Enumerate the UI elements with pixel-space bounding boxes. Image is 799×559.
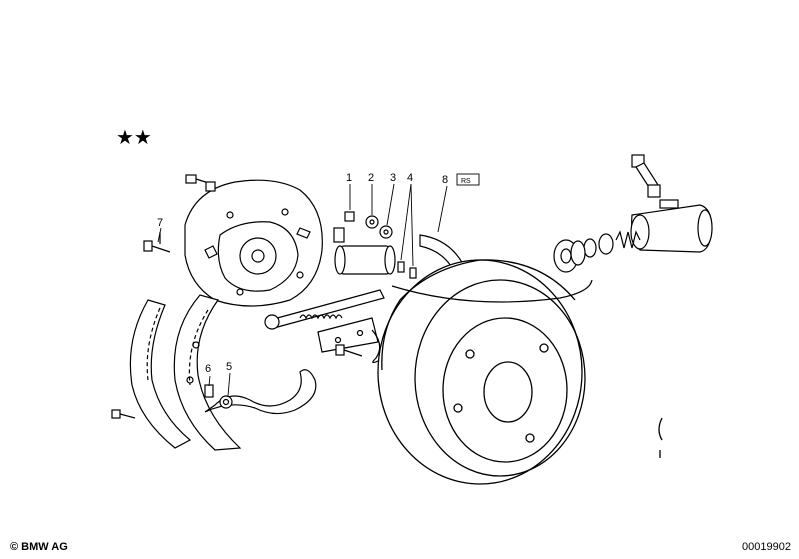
callout-2: 2 [368, 172, 374, 184]
part-4-pins [397, 261, 417, 279]
dust-boot [553, 239, 586, 273]
return-spring-lower [204, 369, 317, 415]
adjuster-strut [264, 289, 385, 330]
callout-8-tag-box [456, 173, 480, 186]
callout-4: 4 [407, 172, 413, 184]
brake-drum [377, 259, 586, 485]
cylinder-spring [615, 230, 641, 249]
callout-3: 3 [390, 172, 396, 184]
copyright-label: © BMW AG [10, 541, 68, 553]
wheel-cylinder-center [333, 227, 396, 275]
bolt-lower-center [335, 344, 363, 357]
backing-plate [184, 179, 323, 307]
lever-plate [317, 317, 379, 353]
part-1-bolt [344, 211, 355, 222]
brake-line [391, 279, 593, 303]
brake-shoe-outer [129, 299, 192, 449]
bleeder-valve [631, 154, 661, 198]
cylinder-piston [583, 233, 614, 258]
part-7-bolt [143, 232, 171, 253]
callout-8-tag: RS [461, 178, 471, 185]
callout-7: 7 [157, 217, 163, 229]
callout-1: 1 [346, 172, 352, 184]
wheel-cylinder-exploded [630, 199, 713, 253]
cable-loop [371, 329, 381, 364]
brake-shoe-inner [173, 294, 242, 451]
part-3-bleeder [379, 225, 393, 239]
partial-clip-edge [658, 417, 663, 458]
callout-8: 8 [442, 174, 448, 186]
leader-lines [157, 183, 448, 397]
screw-bottom-left [111, 409, 136, 419]
document-number: 00019902 [742, 541, 791, 553]
part-2-washer [365, 215, 379, 229]
callout-5: 5 [226, 361, 232, 373]
part-5-spring-cup [219, 395, 233, 409]
bolt-upper-left [185, 174, 216, 192]
part-6-pin [204, 384, 214, 398]
callout-6: 6 [205, 363, 211, 375]
stars-marker: ★★ [116, 125, 152, 149]
